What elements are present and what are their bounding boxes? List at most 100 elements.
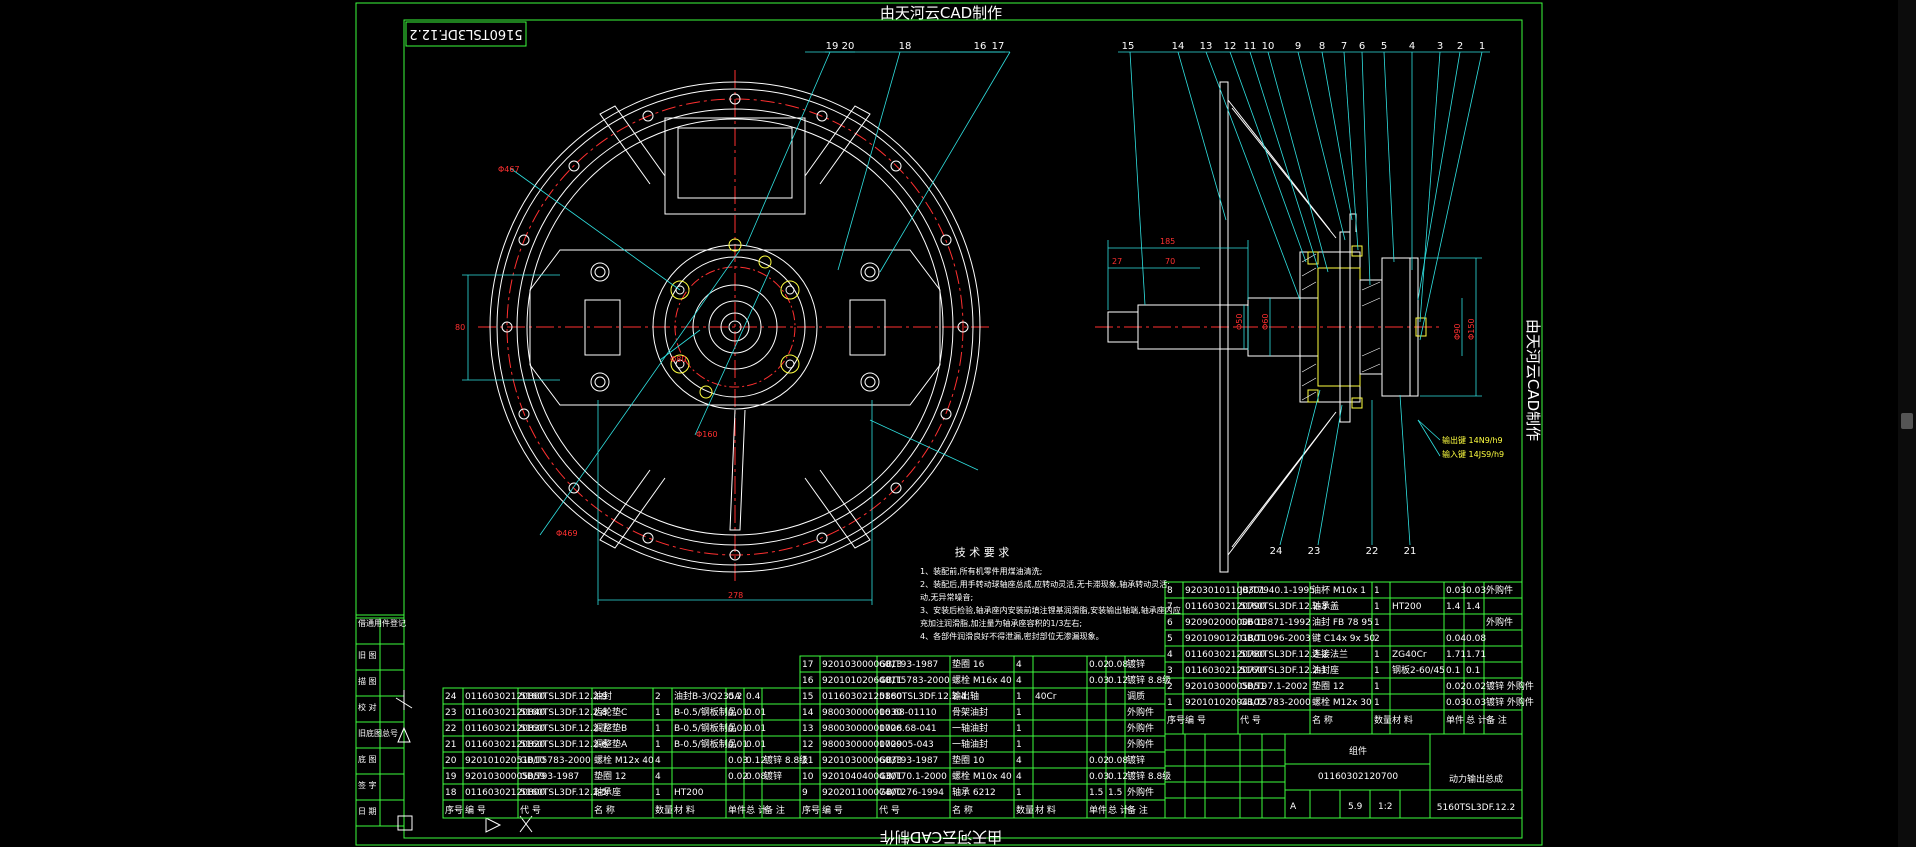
bom-cell: 0.1 [1466, 666, 1480, 676]
bom-header: 数量 [1374, 714, 1392, 726]
bom-cell: 13 [802, 724, 813, 734]
bom-cell: 01160302120880 [822, 692, 902, 702]
bom-cell: 4 [1016, 772, 1022, 782]
bom-cell: 1 [1374, 650, 1380, 660]
callout-number: 17 [992, 41, 1005, 52]
bom-cell: 油封 FB 78 95 [1312, 616, 1373, 628]
bom-cell: 18 [445, 788, 457, 798]
bom-header: 数量 [1016, 804, 1034, 816]
bom-cell: 92010102064011 [822, 676, 902, 686]
scroll-thumb[interactable] [1901, 413, 1913, 429]
bom-cell: 一轴油封 [952, 738, 988, 750]
bom-cell: 油封座 [1312, 664, 1339, 676]
margin-label: 底 图 [358, 754, 377, 764]
bom-cell: 21 [445, 740, 456, 750]
bom-cell: 5160TSL3DF.12.2-1 [1240, 666, 1327, 676]
bom-cell: 01160302120820 [465, 740, 545, 750]
bom-cell: GB/T93-1987 [879, 756, 938, 766]
bom-header: 编 号 [1185, 714, 1206, 726]
dim-flange: Φ90 [1453, 324, 1462, 340]
margin-label: 签 字 [358, 780, 377, 790]
bom-cell: 16.68-01110 [879, 708, 937, 718]
bom-header: 名 称 [952, 804, 973, 816]
bom-cell: 垫圈 12 [1312, 680, 1344, 692]
title-kind: 组件 [1349, 745, 1367, 757]
bom-cell: 1706.68-041 [879, 724, 937, 734]
callout-number: 22 [1366, 546, 1379, 557]
bom-cell: 1.4 [1446, 602, 1461, 612]
bom-cell: 2 [1374, 634, 1380, 644]
bom-header: 单件 [1089, 804, 1107, 816]
callout-number: 23 [1308, 546, 1321, 557]
bom-cell: 5160TSL3DF.12.2-2 [1240, 650, 1327, 660]
title-code: 5160TSL3DF.12.2 [1437, 803, 1515, 813]
bom-cell: 92010300005051 [1185, 682, 1265, 692]
bom-cell: 镀锌 [1127, 754, 1145, 766]
bom-cell: 0.03 [1466, 698, 1486, 708]
bom-cell: JB/T7940.1-1995 [1239, 586, 1315, 596]
bom-header: 序号 [802, 804, 820, 816]
callout-number: 4 [1409, 41, 1415, 52]
bom-cell: 92020110007400 [822, 788, 902, 798]
bom-cell: 92010404004301 [822, 772, 902, 782]
bom-cell: 1 [1374, 682, 1380, 692]
bom-cell: HT200 [674, 788, 704, 798]
bom-cell: 5160TSL3DF.12.2-4 [879, 692, 967, 702]
key-label-2: 输入键 14JS9/h9 [1442, 449, 1504, 459]
bom-cell: 油封 [594, 690, 612, 702]
bom-cell: 7 [1167, 602, 1173, 612]
bom-cell: 螺栓 M16x 40 [952, 674, 1012, 686]
bom-cell: 1 [1167, 698, 1173, 708]
key-label-1: 输出键 14N9/h9 [1442, 435, 1503, 445]
bom-cell: 1.4 [1466, 602, 1481, 612]
vertical-scrollbar[interactable] [1898, 0, 1916, 847]
bom-cell: 1 [1374, 618, 1380, 628]
title-stage: A [1290, 802, 1297, 812]
callout-number: 6 [1359, 41, 1365, 52]
bom-cell: GB/T5783-2000 [520, 756, 591, 766]
callout-number: 12 [1224, 41, 1237, 52]
bom-cell: 0.02 [1446, 682, 1466, 692]
bom-cell: 0.08 [1108, 756, 1128, 766]
bom-cell: 4 [1016, 756, 1022, 766]
bom-cell: B-0.5/钢板制品 [674, 706, 737, 718]
dim-70: 70 [1165, 257, 1175, 266]
bom-cell: 5160TSL3DF.12.2-3 [1240, 602, 1327, 612]
bom-cell: 1 [1016, 708, 1022, 718]
bom-cell: 1 [655, 724, 661, 734]
bom-cell: 92010300006033 [822, 756, 902, 766]
bom-cell: 0.03 [1466, 586, 1486, 596]
bom-cell: 2 [1167, 682, 1173, 692]
callout-number: 2 [1457, 41, 1463, 52]
bom-cell: 20 [445, 756, 457, 766]
callout-number: 14 [1172, 41, 1185, 52]
bom-cell: 0.03 [1446, 586, 1466, 596]
bom-cell: 40Cr [1035, 692, 1057, 702]
bom-cell: 外购件 [1127, 722, 1154, 734]
bom-cell: GB/T5783-2000 [879, 676, 950, 686]
bom-cell: 0.01 [746, 740, 766, 750]
bom-cell: 1 [655, 740, 661, 750]
bom-cell: 0.4 [746, 692, 761, 702]
bom-cell: 0.03 [1446, 698, 1466, 708]
bom-cell: 3 [1167, 666, 1173, 676]
title-number: 01160302120700 [1318, 772, 1398, 782]
side-dimensions [1107, 51, 1490, 546]
side-view [1095, 81, 1440, 573]
bom-cell: 98003000000028 [822, 724, 902, 734]
bom-header: 序号 [445, 804, 463, 816]
watermark-bottom: 由天河云CAD制作 [880, 828, 1002, 846]
callout-number: 11 [1244, 41, 1257, 52]
bom-cell: GB/T93-1987 [879, 660, 938, 670]
bom-cell: 垫圈 10 [952, 754, 985, 766]
bom-cell: 0.08 [1466, 634, 1486, 644]
bom-header: 备 注 [764, 804, 785, 816]
bom-header: 总 计 [1466, 714, 1487, 726]
bom-cell: 0.2 [728, 692, 742, 702]
bom-cell: 键 C14x 9x 50 [1312, 632, 1375, 644]
bom-cell: 5160TSL3DF.12.2-9 [520, 692, 608, 702]
callout-number: 5 [1381, 41, 1387, 52]
